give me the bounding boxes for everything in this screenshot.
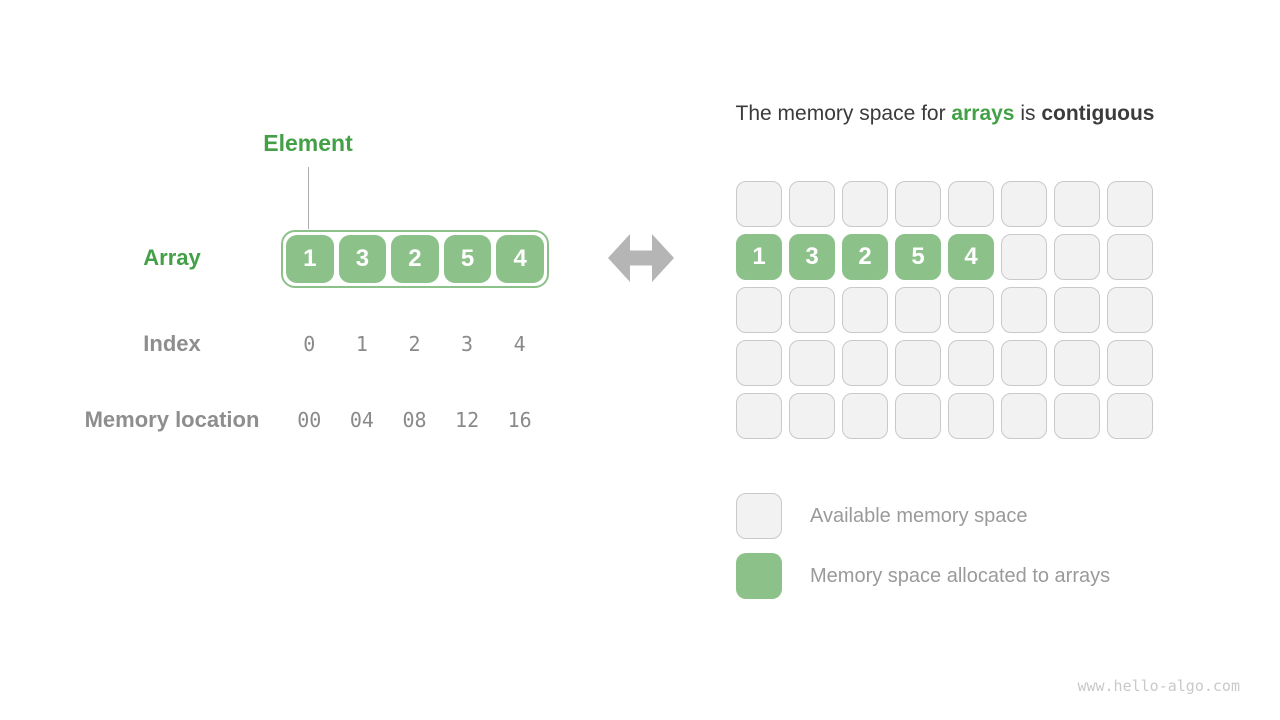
legend-row-available: Available memory space bbox=[736, 493, 1110, 539]
memory-location-values-row: 00 04 08 12 16 bbox=[283, 408, 546, 432]
memory-cell-allocated: 2 bbox=[842, 234, 888, 280]
memory-cell-available bbox=[1107, 234, 1153, 280]
memory-cell-available bbox=[789, 340, 835, 386]
memory-cell-available bbox=[1054, 287, 1100, 333]
title-highlight-arrays: arrays bbox=[951, 102, 1015, 125]
memory-location-value: 12 bbox=[455, 408, 480, 432]
memory-cell-available bbox=[789, 287, 835, 333]
memory-cell-available bbox=[1001, 181, 1047, 227]
array-cell: 5 bbox=[443, 235, 492, 283]
memory-cell-available bbox=[895, 340, 941, 386]
array-cell: 4 bbox=[496, 235, 544, 283]
memory-cell-available bbox=[895, 393, 941, 439]
array-label: Array bbox=[143, 245, 201, 270]
watermark: www.hello-algo.com bbox=[1077, 677, 1240, 695]
memory-location-value: 16 bbox=[507, 408, 532, 432]
legend-label-available: Available memory space bbox=[810, 504, 1028, 527]
double-headed-arrow-icon bbox=[608, 234, 674, 282]
memory-cell-available bbox=[1001, 287, 1047, 333]
memory-cell-available bbox=[948, 287, 994, 333]
title-prefix: The memory space for bbox=[735, 102, 952, 125]
memory-cell-available bbox=[842, 340, 888, 386]
memory-cell-available bbox=[789, 181, 835, 227]
index-value: 3 bbox=[461, 332, 474, 356]
memory-location-value: 08 bbox=[402, 408, 427, 432]
memory-cell-allocated: 3 bbox=[789, 234, 835, 280]
memory-cell-available bbox=[1054, 393, 1100, 439]
array-cell: 1 bbox=[286, 235, 334, 283]
memory-cell-available bbox=[1001, 340, 1047, 386]
memory-cell-available bbox=[736, 287, 782, 333]
element-label: Element bbox=[263, 130, 353, 156]
index-value: 0 bbox=[303, 332, 316, 356]
memory-location-label: Memory location bbox=[84, 407, 260, 432]
memory-cell-available bbox=[1054, 234, 1100, 280]
memory-cell-available bbox=[948, 340, 994, 386]
legend-swatch-available bbox=[736, 493, 782, 539]
memory-cell-available bbox=[1001, 234, 1047, 280]
memory-cell-available bbox=[789, 393, 835, 439]
index-value: 1 bbox=[355, 332, 368, 356]
title: The memory space for arrays is contiguou… bbox=[600, 102, 1280, 126]
memory-cell-available bbox=[736, 340, 782, 386]
memory-cell-available bbox=[895, 181, 941, 227]
index-value: 4 bbox=[513, 332, 526, 356]
index-value: 2 bbox=[408, 332, 421, 356]
memory-cell-available bbox=[948, 393, 994, 439]
memory-cell-available bbox=[1001, 393, 1047, 439]
memory-location-value: 04 bbox=[349, 408, 374, 432]
index-values-row: 0 1 2 3 4 bbox=[283, 332, 546, 356]
index-label: Index bbox=[143, 331, 201, 356]
memory-cell-allocated: 1 bbox=[736, 234, 782, 280]
memory-cell-available bbox=[842, 181, 888, 227]
memory-cell-available bbox=[1054, 181, 1100, 227]
title-emphasis-contiguous: contiguous bbox=[1041, 102, 1155, 125]
memory-cell-allocated: 5 bbox=[895, 234, 941, 280]
array-cell: 3 bbox=[338, 235, 387, 283]
title-middle: is bbox=[1014, 102, 1042, 125]
memory-cell-available bbox=[1107, 181, 1153, 227]
legend-label-allocated: Memory space allocated to arrays bbox=[810, 564, 1111, 587]
legend-swatch-allocated bbox=[736, 553, 782, 599]
memory-cell-available bbox=[842, 393, 888, 439]
memory-cell-available bbox=[736, 181, 782, 227]
memory-cell-allocated: 4 bbox=[948, 234, 994, 280]
memory-location-value: 00 bbox=[297, 408, 322, 432]
array-cell: 2 bbox=[391, 235, 439, 283]
element-connector-line bbox=[308, 167, 309, 229]
memory-cell-available bbox=[736, 393, 782, 439]
memory-cell-available bbox=[1107, 340, 1153, 386]
legend-row-allocated: Memory space allocated to arrays bbox=[736, 553, 1110, 599]
memory-cell-available bbox=[948, 181, 994, 227]
memory-cell-available bbox=[1054, 340, 1100, 386]
memory-cell-available bbox=[1107, 393, 1153, 439]
memory-cell-available bbox=[895, 287, 941, 333]
memory-cell-available bbox=[842, 287, 888, 333]
memory-cell-available bbox=[1107, 287, 1153, 333]
